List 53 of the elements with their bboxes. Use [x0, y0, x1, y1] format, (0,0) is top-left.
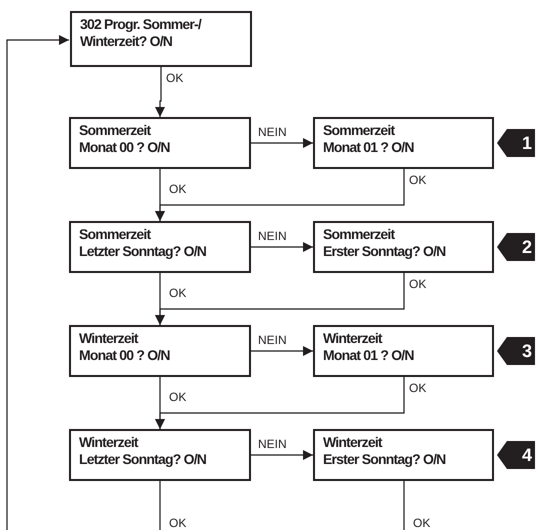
step-number-badge: 2 — [497, 233, 535, 261]
edge-label: NEIN — [257, 438, 288, 451]
arrow — [155, 273, 405, 325]
edge-label: OK — [412, 517, 432, 530]
process-box — [69, 429, 251, 481]
edge-label: OK — [168, 183, 188, 196]
box-text: Winterzeit — [323, 434, 382, 451]
process-box — [69, 117, 251, 169]
process-box — [313, 325, 494, 377]
edge-label: OK — [408, 278, 428, 291]
process-box — [313, 429, 494, 481]
process-box — [70, 11, 252, 67]
box-text: Monat 01 ? O/N — [323, 347, 414, 364]
box-text: 302 Progr. Sommer-/ — [80, 16, 201, 33]
box-text: Monat 00 ? O/N — [79, 347, 170, 364]
box-text: Letzter Sonntag? O/N — [79, 243, 206, 260]
arrow — [251, 138, 313, 148]
arrow — [251, 242, 313, 252]
process-box — [69, 221, 251, 273]
box-text: Sommerzeit — [323, 122, 394, 139]
edge-label: OK — [408, 174, 428, 187]
box-text: Winterzeit? O/N — [80, 33, 172, 50]
process-box — [313, 221, 494, 273]
arrow — [155, 377, 405, 429]
step-number-badge: 1 — [497, 129, 535, 157]
step-number-badge: 4 — [497, 441, 535, 469]
box-text: Sommerzeit — [79, 226, 150, 243]
edge-label: OK — [165, 72, 184, 85]
box-text: Winterzeit — [79, 434, 138, 451]
box-text: Sommerzeit — [79, 122, 150, 139]
edge-label: OK — [168, 287, 188, 300]
box-text: Monat 00 ? O/N — [79, 139, 170, 156]
box-text: Erster Sonntag? O/N — [323, 243, 446, 260]
arrow — [251, 346, 313, 356]
box-text: Erster Sonntag? O/N — [323, 451, 446, 468]
process-box — [69, 325, 251, 377]
edge-label: OK — [168, 517, 188, 530]
edge-label: NEIN — [257, 334, 288, 347]
edge-label: NEIN — [257, 126, 288, 139]
process-box — [313, 117, 494, 169]
edge-label: OK — [168, 391, 188, 404]
box-text: Monat 01 ? O/N — [323, 139, 414, 156]
box-text: Sommerzeit — [323, 226, 394, 243]
arrow — [155, 67, 165, 117]
arrow — [155, 169, 405, 221]
edge-label: OK — [408, 382, 428, 395]
edge-label: NEIN — [257, 230, 288, 243]
step-number-badge: 3 — [497, 337, 535, 365]
box-text: Winterzeit — [79, 330, 138, 347]
box-text: Letzter Sonntag? O/N — [79, 451, 206, 468]
arrow — [6, 35, 69, 530]
arrow — [251, 450, 313, 460]
box-text: Winterzeit — [323, 330, 382, 347]
